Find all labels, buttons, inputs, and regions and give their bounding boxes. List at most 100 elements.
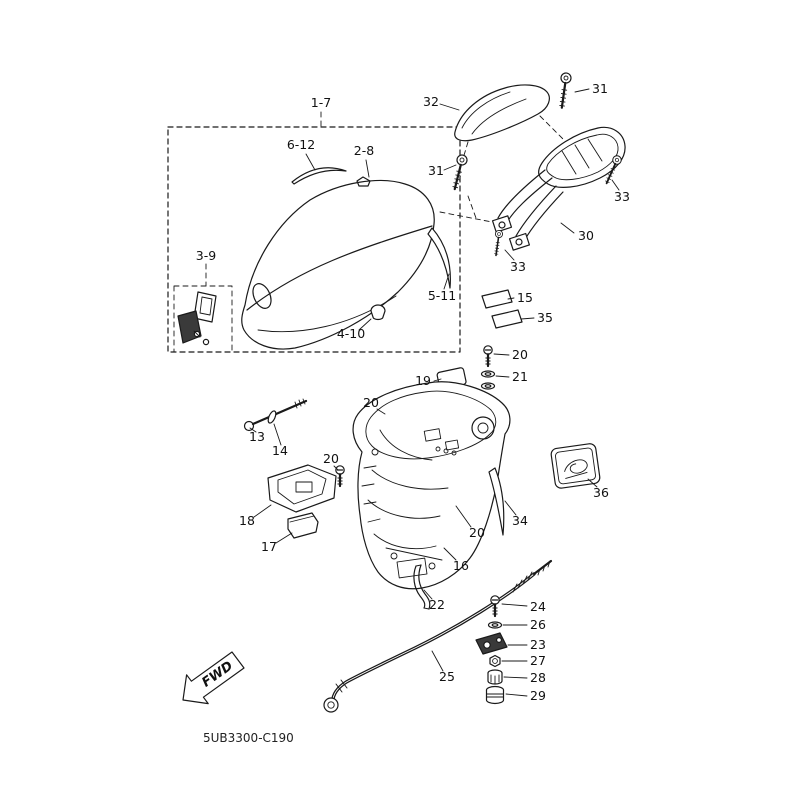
grommet-4-10 xyxy=(370,304,386,321)
svg-text:33: 33 xyxy=(614,189,630,204)
svg-text:4-10: 4-10 xyxy=(337,326,365,341)
callout-24: 24 xyxy=(501,599,546,614)
callout-30: 30 xyxy=(560,222,594,243)
svg-text:35: 35 xyxy=(537,310,553,325)
callout-32: 32 xyxy=(423,94,460,111)
callout-27: 27 xyxy=(501,653,546,668)
damper-29 xyxy=(485,685,505,705)
callout-34: 34 xyxy=(504,500,528,528)
callout-16: 16 xyxy=(443,547,469,573)
callout-31-right: 31 xyxy=(574,81,608,96)
svg-text:3-9: 3-9 xyxy=(196,248,216,263)
carrier-rack-30 xyxy=(439,126,626,251)
washer-26 xyxy=(487,621,503,629)
callout-17: 17 xyxy=(261,532,293,554)
svg-text:2-8: 2-8 xyxy=(354,143,374,158)
callout-33-upper: 33 xyxy=(611,179,630,204)
svg-text:1-7: 1-7 xyxy=(311,95,331,110)
sheet-15 xyxy=(481,289,513,309)
strap-22 xyxy=(413,564,431,610)
callout-19: 19 xyxy=(415,373,442,388)
callout-29: 29 xyxy=(505,688,546,703)
emblem-36 xyxy=(550,443,601,489)
svg-text:18: 18 xyxy=(239,513,255,528)
trim-5-11 xyxy=(427,227,451,289)
band-34 xyxy=(488,467,505,536)
svg-text:6-12: 6-12 xyxy=(287,137,315,152)
svg-text:27: 27 xyxy=(530,653,546,668)
callout-35: 35 xyxy=(520,310,553,325)
bolt-31-right xyxy=(555,71,573,110)
callout-13: 13 xyxy=(249,427,265,444)
side-mould-6-12 xyxy=(291,167,347,185)
bracket-set-3-9 xyxy=(173,285,233,353)
svg-text:33: 33 xyxy=(510,259,526,274)
svg-text:29: 29 xyxy=(530,688,546,703)
svg-text:36: 36 xyxy=(593,485,609,500)
bracket-23 xyxy=(475,632,508,655)
bushing-28 xyxy=(487,669,503,685)
callout-21: 21 xyxy=(495,369,528,384)
svg-text:20: 20 xyxy=(469,525,485,540)
svg-text:28: 28 xyxy=(530,670,546,685)
callout-28: 28 xyxy=(503,670,546,685)
svg-text:34: 34 xyxy=(512,513,528,528)
svg-text:25: 25 xyxy=(439,669,455,684)
svg-text:20: 20 xyxy=(512,347,528,362)
callout-1-7: 1-7 xyxy=(311,95,331,128)
callout-15: 15 xyxy=(507,290,533,305)
nut-27 xyxy=(489,654,501,668)
tray-18 xyxy=(267,464,337,513)
svg-text:15: 15 xyxy=(517,290,533,305)
assembly-box-1-7 xyxy=(167,126,461,353)
callout-22: 22 xyxy=(423,589,445,612)
callout-26: 26 xyxy=(502,617,546,632)
callout-3-9: 3-9 xyxy=(196,248,216,287)
callouts: 1-7 6-12 2-8 31 32 31 33 30 xyxy=(196,81,630,703)
box-17 xyxy=(287,512,319,539)
callout-14: 14 xyxy=(272,423,288,458)
svg-text:23: 23 xyxy=(530,637,546,652)
callout-5-11: 5-11 xyxy=(428,273,456,303)
bolt-31-left xyxy=(448,152,477,219)
svg-text:20: 20 xyxy=(363,395,379,410)
screw-20-top xyxy=(482,344,494,368)
washer-21 xyxy=(480,370,496,390)
svg-text:13: 13 xyxy=(249,429,265,444)
callout-4-10: 4-10 xyxy=(337,318,372,341)
svg-text:22: 22 xyxy=(429,597,445,612)
cable-25 xyxy=(323,559,553,713)
callout-18: 18 xyxy=(239,504,272,528)
seat-2-8 xyxy=(241,176,435,350)
callout-20-inner: 20 xyxy=(455,505,485,540)
callout-33-lower: 33 xyxy=(504,249,526,274)
callout-20-left-lower: 20 xyxy=(323,451,339,471)
svg-text:31: 31 xyxy=(428,163,444,178)
bolt-13-washer-14 xyxy=(243,398,308,432)
svg-text:5-11: 5-11 xyxy=(428,288,456,303)
svg-text:32: 32 xyxy=(423,94,439,109)
svg-text:17: 17 xyxy=(261,539,277,554)
callout-20-top: 20 xyxy=(493,347,528,362)
callout-2-8: 2-8 xyxy=(354,143,374,178)
svg-text:19: 19 xyxy=(415,373,431,388)
bolt-33-lower xyxy=(491,229,504,257)
callout-31-left: 31 xyxy=(428,163,457,178)
callout-23: 23 xyxy=(507,637,546,652)
callout-20-left-upper: 20 xyxy=(363,395,386,415)
sheet-35 xyxy=(491,309,523,329)
svg-text:31: 31 xyxy=(592,81,608,96)
svg-text:14: 14 xyxy=(272,443,288,458)
svg-text:26: 26 xyxy=(530,617,546,632)
svg-text:21: 21 xyxy=(512,369,528,384)
svg-text:30: 30 xyxy=(578,228,594,243)
diagram-code: 5UB3300-C190 xyxy=(203,731,294,745)
callout-6-12: 6-12 xyxy=(287,137,316,171)
svg-text:20: 20 xyxy=(323,451,339,466)
storage-box-16 xyxy=(352,381,511,590)
callout-36: 36 xyxy=(587,478,609,500)
callout-25: 25 xyxy=(431,650,455,684)
fwd-arrow: FWD xyxy=(182,651,245,705)
svg-text:24: 24 xyxy=(530,599,546,614)
